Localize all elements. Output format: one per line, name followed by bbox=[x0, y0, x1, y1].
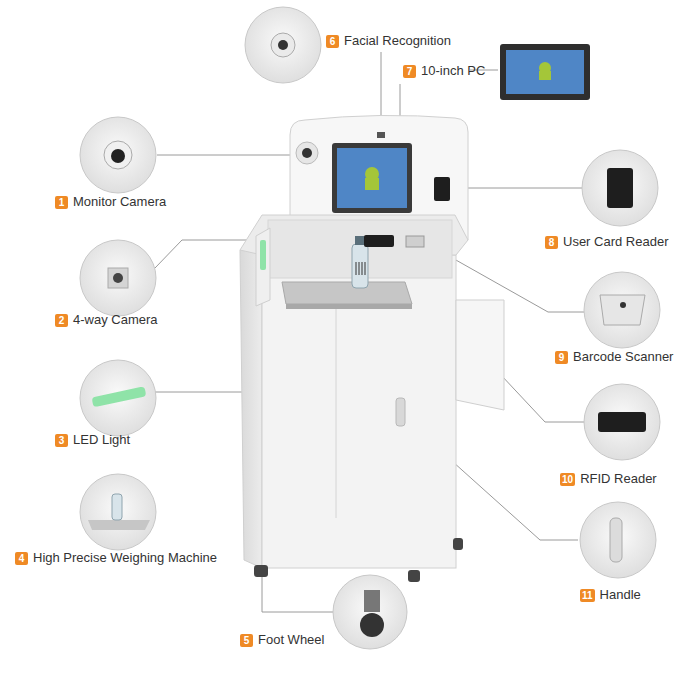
part-name: LED Light bbox=[73, 432, 130, 448]
part-name: High Precise Weighing Machine bbox=[33, 550, 217, 566]
part-name: Handle bbox=[600, 587, 641, 603]
callout: 2 4-way Camera bbox=[55, 312, 158, 328]
callout: 10 RFID Reader bbox=[560, 471, 657, 487]
callout-number: 2 bbox=[55, 314, 68, 327]
callout-number: 5 bbox=[240, 634, 253, 647]
callout: 11 Handle bbox=[580, 587, 641, 603]
callout: 7 10-inch PC bbox=[403, 63, 485, 79]
part-name: User Card Reader bbox=[563, 234, 669, 250]
callout-number: 11 bbox=[580, 589, 595, 602]
callout: 9 Barcode Scanner bbox=[555, 349, 673, 365]
callout: 4 High Precise Weighing Machine bbox=[15, 550, 217, 566]
callout: 5 Foot Wheel bbox=[240, 632, 324, 648]
callout-number: 4 bbox=[15, 552, 28, 565]
callout: 6 Facial Recognition bbox=[326, 33, 451, 49]
part-name: Foot Wheel bbox=[258, 632, 324, 648]
part-name: Facial Recognition bbox=[344, 33, 451, 49]
callout: 1 Monitor Camera bbox=[55, 194, 166, 210]
callout-number: 6 bbox=[326, 35, 339, 48]
callout-number: 1 bbox=[55, 196, 68, 209]
callout: 3 LED Light bbox=[55, 432, 130, 448]
callout-number: 9 bbox=[555, 351, 568, 364]
part-name: 4-way Camera bbox=[73, 312, 158, 328]
callout-number: 10 bbox=[560, 473, 575, 486]
part-name: 10-inch PC bbox=[421, 63, 485, 79]
callout: 8 User Card Reader bbox=[545, 234, 669, 250]
part-name: Monitor Camera bbox=[73, 194, 166, 210]
part-name: RFID Reader bbox=[580, 471, 657, 487]
callout-number: 3 bbox=[55, 434, 68, 447]
part-name: Barcode Scanner bbox=[573, 349, 673, 365]
callout-number: 8 bbox=[545, 236, 558, 249]
callout-number: 7 bbox=[403, 65, 416, 78]
